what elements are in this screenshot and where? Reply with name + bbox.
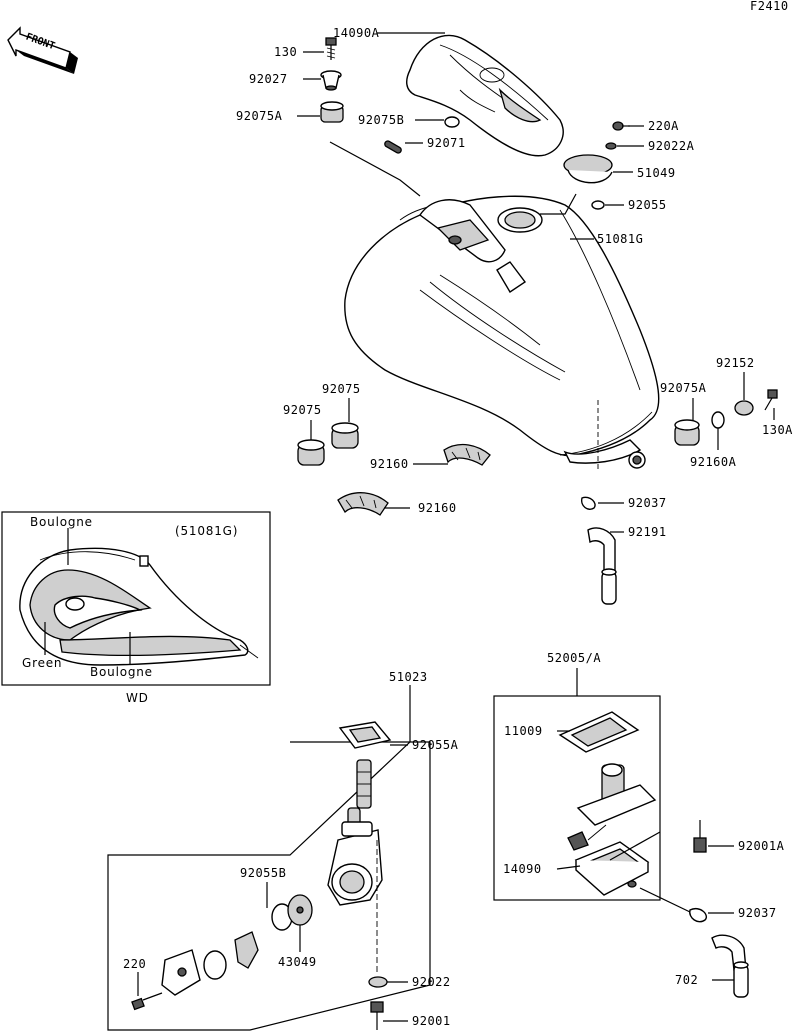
callout-92075-a: 92075	[322, 382, 361, 396]
callout-92037-top: 92037	[628, 496, 667, 510]
callout-92055: 92055	[628, 198, 667, 212]
callout-92191: 92191	[628, 525, 667, 539]
bracket-92152	[734, 400, 754, 416]
callout-220A: 220A	[648, 119, 679, 133]
inset-label-left: Green	[22, 656, 62, 670]
callout-92037-bottom: 92037	[738, 906, 777, 920]
diaphragm-43049	[287, 894, 313, 926]
callout-52005A: 52005/A	[547, 651, 601, 665]
damper-92075A-right	[674, 419, 700, 446]
gasket-92055A	[338, 721, 392, 749]
bolt-92001A	[693, 820, 707, 853]
callout-92001A: 92001A	[738, 839, 785, 853]
screw-220A	[612, 121, 630, 131]
bolt-92001	[370, 1001, 384, 1030]
grommet-92075B	[444, 116, 460, 128]
callout-43049: 43049	[278, 955, 317, 969]
callout-51049: 51049	[637, 166, 676, 180]
hose-92191	[587, 527, 617, 605]
damper-92075-a	[297, 439, 325, 466]
pin-92071	[384, 140, 402, 154]
gasket-11009	[558, 711, 640, 753]
callout-11009: 11009	[504, 724, 543, 738]
valve-assembly-frame	[107, 712, 431, 1031]
callout-130: 130	[274, 45, 297, 59]
inset-paint-variant: Boulogne (51081G) Green Boulogne	[1, 511, 271, 686]
pump-element	[567, 763, 657, 851]
callout-92022: 92022	[412, 975, 451, 989]
callout-92055A: 92055A	[412, 738, 459, 752]
callout-51081G: 51081G	[597, 232, 643, 246]
washer-92022	[368, 976, 388, 988]
fuel-valve-body	[327, 821, 383, 906]
valve-plate	[161, 949, 201, 996]
callout-92075B: 92075B	[358, 113, 404, 127]
damper-92075A-top	[320, 101, 344, 123]
callout-130A: 130A	[762, 423, 793, 437]
inset-part-ref: (51081G)	[175, 524, 238, 538]
inset-caption: WD	[126, 691, 149, 705]
callout-92027: 92027	[249, 72, 288, 86]
callout-14090A: 14090A	[333, 26, 380, 40]
callout-92160-b: 92160	[418, 501, 457, 515]
washer-92022A	[605, 142, 617, 150]
pad-92160-b	[337, 492, 389, 516]
callout-92075A-right: 92075A	[660, 381, 707, 395]
seal-ring	[203, 950, 227, 980]
callout-702: 702	[675, 973, 698, 987]
clip-92037-top	[580, 496, 596, 510]
damper-92075-b	[331, 422, 359, 449]
inset-label-bottom: Boulogne	[90, 665, 153, 679]
valve-lever	[234, 931, 259, 969]
bolt-130A	[764, 389, 778, 411]
callout-92160A: 92160A	[690, 455, 737, 469]
oring-92055	[591, 200, 605, 210]
pump-case-14090	[574, 841, 650, 896]
callout-220: 220	[123, 957, 146, 971]
collar-92027	[320, 70, 342, 91]
callout-92022A: 92022A	[648, 139, 695, 153]
pad-92160-a	[443, 443, 491, 466]
front-arrow-icon: FRONT	[7, 26, 78, 74]
fuel-tank-51081G	[344, 195, 660, 469]
callout-92160-a: 92160	[370, 457, 409, 471]
callout-92152: 92152	[716, 356, 755, 370]
figure-code: F2410	[750, 0, 789, 13]
collar-92160A	[711, 411, 725, 429]
leader-lines	[137, 32, 775, 1022]
callout-92075-b: 92075	[283, 403, 322, 417]
cap-51049	[563, 154, 613, 184]
callout-92071: 92071	[427, 136, 466, 150]
fuel-pump-assembly-frame	[493, 668, 661, 901]
callout-92055B: 92055B	[240, 866, 286, 880]
tank-cover-14090A	[406, 34, 564, 157]
screw-220	[131, 992, 163, 1011]
callout-14090: 14090	[503, 862, 542, 876]
callout-92001: 92001	[412, 1014, 451, 1028]
callout-92075A-top: 92075A	[236, 109, 283, 123]
hose-702	[711, 934, 749, 998]
callout-51023: 51023	[389, 670, 428, 684]
inset-label-top: Boulogne	[30, 515, 93, 529]
bolt-130	[325, 37, 337, 60]
clip-92037-bottom	[689, 908, 707, 923]
